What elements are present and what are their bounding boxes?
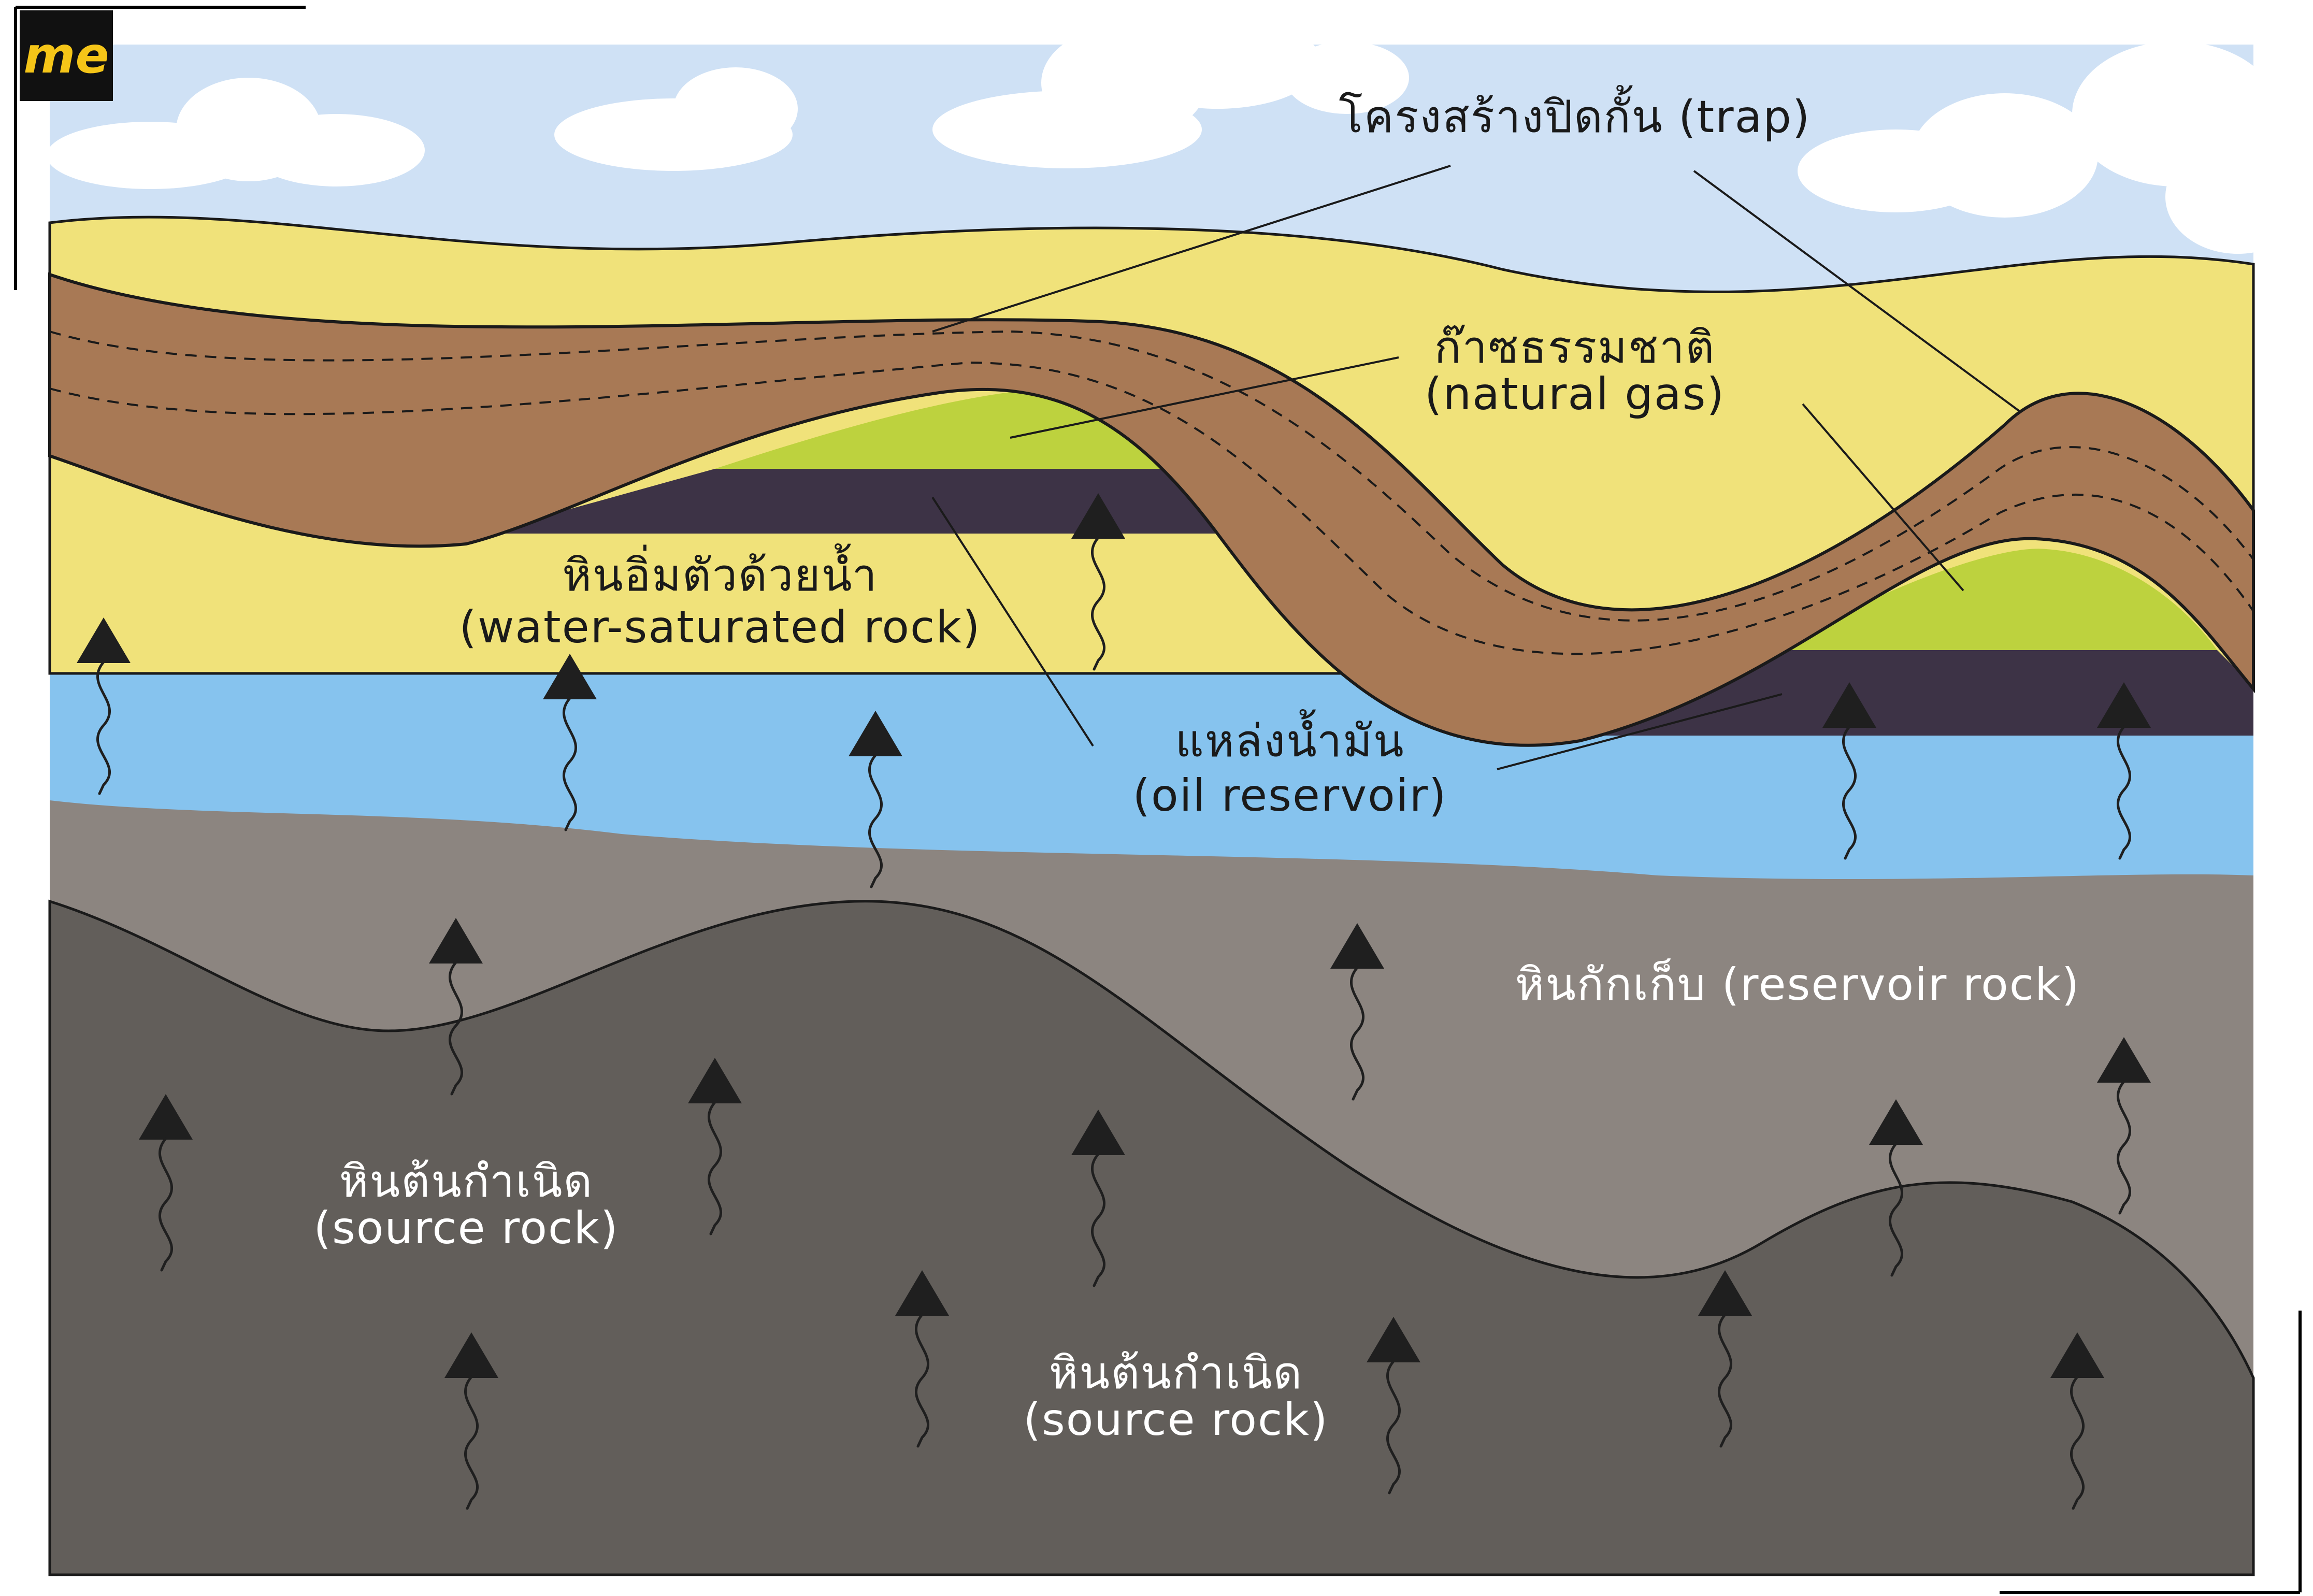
label-water-saturated-en: (water-saturated rock) <box>459 601 981 653</box>
label-source-rock-1-th: หินต้นกำเนิด <box>339 1156 594 1207</box>
label-source-rock-2-th: หินต้นกำเนิด <box>1049 1347 1303 1399</box>
brand-logo-text: me <box>23 26 109 84</box>
brand-logo: me <box>20 10 113 101</box>
label-source-rock-1-en: (source rock) <box>313 1202 619 1254</box>
cap-rock-trap-layer <box>48 272 2255 747</box>
leader-lines <box>931 165 2021 770</box>
label-natural-gas-th: ก๊าซธรรมชาติ <box>1434 322 1716 373</box>
oil-reservoir-left <box>482 469 1264 534</box>
label-oil-reservoir-th: แหล่งน้ำมัน <box>1175 709 1404 767</box>
cap-rock-bedding-lines <box>49 330 2254 655</box>
label-source-rock-2-en: (source rock) <box>1023 1394 1328 1446</box>
label-natural-gas-en: (natural gas) <box>1425 368 1725 420</box>
clouds <box>47 16 2310 254</box>
frame-corners <box>14 6 2302 1594</box>
oil-reservoir-right <box>1533 650 2253 736</box>
labels: โครงสร้างปิดกั้น (trap) ก๊าซธรรมชาติ (na… <box>313 85 2080 1446</box>
source-rock-layer <box>48 899 2255 1576</box>
gas-pocket-right <box>1777 549 2217 650</box>
label-reservoir-rock: หินกักเก็บ (reservoir rock) <box>1515 958 2080 1011</box>
label-trap: โครงสร้างปิดกั้น (trap) <box>1339 85 1811 143</box>
label-oil-reservoir-en: (oil reservoir) <box>1132 770 1447 822</box>
label-water-saturated-th: หินอิ่มตัวด้วยน้ำ <box>562 543 878 601</box>
